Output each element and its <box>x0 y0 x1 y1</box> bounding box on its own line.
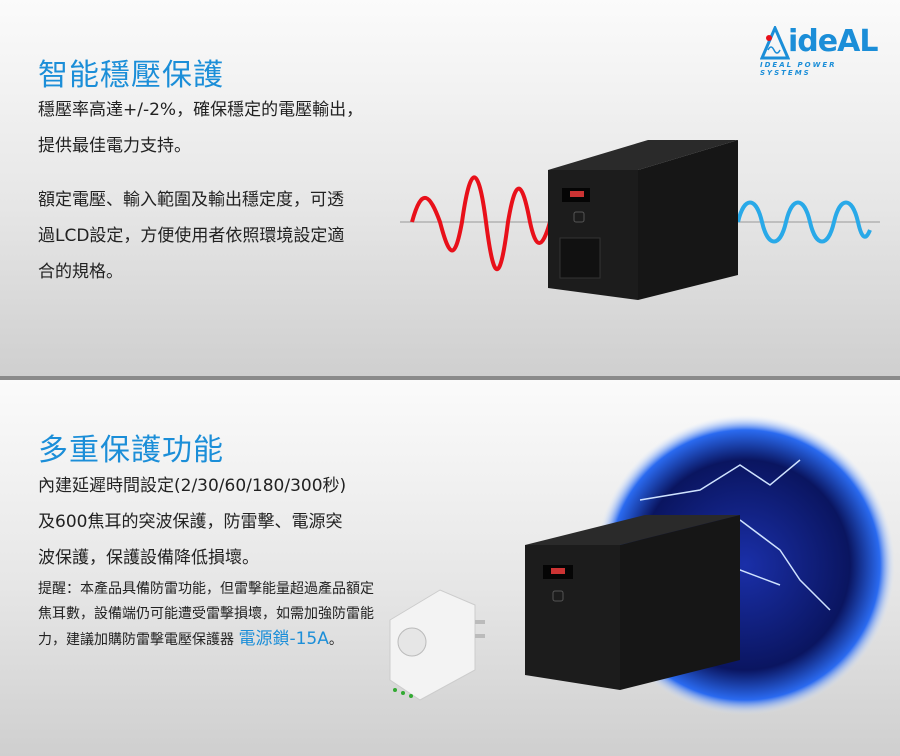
section-description: 內建延遲時間設定(2/30/60/180/300秒) 及600焦耳的突波保護，防… <box>38 468 346 576</box>
note-line: 提醒：本產品具備防雷功能，但雷擊能量超過產品額定 <box>38 581 374 597</box>
text-line: 內建延遲時間設定(2/30/60/180/300秒) <box>38 476 347 496</box>
text-line: 穩壓率高達+/-2%，確保穩定的電壓輸出， <box>38 100 364 120</box>
note-line: 焦耳數，設備端仍可能遭受雷擊損壞，如需加強防雷能 <box>38 606 374 622</box>
section-description: 穩壓率高達+/-2%，確保穩定的電壓輸出， 提供最佳電力支持。 <box>38 92 363 164</box>
text-line: 及600焦耳的突波保護，防雷擊、電源突 <box>38 512 343 532</box>
section-description-2: 額定電壓、輸入範圍及輸出穩定度，可透 過LCD設定，方便使用者依照環境設定適 合… <box>38 182 344 290</box>
warning-note: 提醒：本產品具備防雷功能，但雷擊能量超過產品額定 焦耳數，設備端仍可能遭受雷擊損… <box>38 577 374 653</box>
ups-device <box>548 140 738 300</box>
logo-word: ideAL <box>788 24 878 59</box>
section-title: 智能穩壓保護 <box>38 58 224 93</box>
output-wave <box>736 200 872 244</box>
logo-triangle-icon <box>760 26 790 60</box>
text-line: 提供最佳電力支持。 <box>38 136 191 156</box>
wave-illustration <box>400 140 880 300</box>
voltage-regulation-panel: ideAL IDEAL POWER SYSTEMS 智能穩壓保護 穩壓率高達+/… <box>0 0 900 376</box>
text-line: 額定電壓、輸入範圍及輸出穩定度，可透 <box>38 190 344 210</box>
multi-protection-panel: 多重保護功能 內建延遲時間設定(2/30/60/180/300秒) 及600焦耳… <box>0 380 900 756</box>
surge-illustration <box>389 415 895 715</box>
text-line: 波保護，保護設備降低損壞。 <box>38 548 259 568</box>
input-wave <box>410 175 552 272</box>
product-link[interactable]: 電源鎖-15A <box>238 629 329 649</box>
surge-protector-plug <box>389 589 485 701</box>
logo-tagline: IDEAL POWER SYSTEMS <box>760 61 837 77</box>
text-line: 過LCD設定，方便使用者依照環境設定適 <box>38 226 345 246</box>
note-line: 力，建議加購防雷擊電壓保護器 電源鎖-15A。 <box>38 629 343 649</box>
text-line: 合的規格。 <box>38 262 123 282</box>
ideal-logo: ideAL IDEAL POWER SYSTEMS <box>760 24 882 77</box>
section-title: 多重保護功能 <box>38 433 224 468</box>
ups-device <box>525 515 740 690</box>
